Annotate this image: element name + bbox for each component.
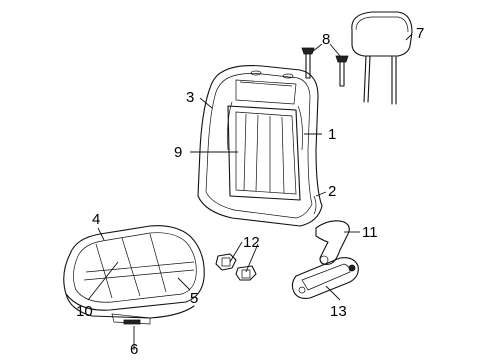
- leader-7: [405, 33, 413, 41]
- callout-7: 7: [416, 25, 424, 42]
- callout-5: 5: [190, 290, 198, 307]
- callout-2: 2: [328, 183, 336, 200]
- callout-9: 9: [174, 144, 182, 161]
- leader-8a: [311, 43, 323, 53]
- callout-10: 10: [76, 303, 93, 320]
- callout-13: 13: [330, 303, 347, 320]
- leader-10: [87, 261, 119, 301]
- side-trim: [313, 195, 317, 215]
- callout-12: 12: [243, 234, 260, 251]
- leader-2: [315, 191, 327, 197]
- leader-3: [199, 97, 213, 109]
- leader-4: [97, 227, 105, 241]
- leader-8b: [329, 43, 341, 57]
- seat-back-frame: [227, 101, 303, 201]
- headrest-guides: [301, 47, 349, 87]
- callout-6: 6: [130, 341, 138, 358]
- callout-numbers: 3 1 9 2 7 8 4 5 10 6 11 12 13: [76, 25, 424, 358]
- leader-5: [177, 277, 191, 291]
- seat-switch-assembly: [291, 257, 359, 299]
- callout-4: 4: [92, 211, 100, 228]
- leader-12b: [245, 243, 259, 273]
- retaining-clips: [215, 253, 257, 281]
- callout-11: 11: [362, 224, 378, 241]
- callout-8: 8: [322, 31, 330, 48]
- leader-12a: [229, 241, 243, 263]
- callout-3: 3: [186, 89, 194, 106]
- seat-cushion: [63, 225, 205, 325]
- leader-13: [325, 285, 341, 301]
- leader-lines: [87, 33, 413, 350]
- headrest: [351, 11, 413, 105]
- callout-1: 1: [328, 126, 336, 143]
- seat-back-cover: [197, 65, 323, 227]
